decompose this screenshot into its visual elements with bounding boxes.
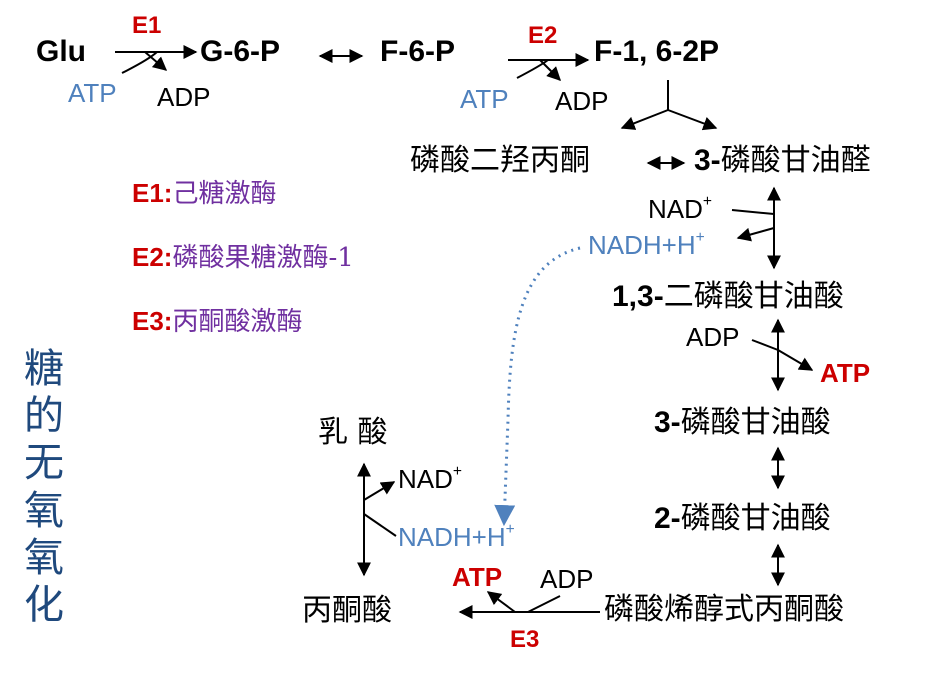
gap-nadh-label: NADH+H+ (588, 229, 705, 260)
nadh-transfer-arrow (494, 246, 581, 527)
lactate-nad-label: NAD+ (398, 463, 463, 494)
bpg-label: 1,3-二磷酸甘油酸 (612, 279, 844, 314)
e1-atp-label: ATP (68, 78, 117, 108)
aldolase-split-arrow (620, 80, 718, 131)
e3-adp-label: ADP (540, 564, 594, 594)
e3-reaction-arrow (458, 591, 600, 619)
e1-adp-label: ADP (157, 82, 211, 112)
glucose-label: Glu (36, 35, 86, 68)
e2-adp-label: ADP (555, 86, 609, 116)
e3-label: E3 (510, 626, 540, 653)
lactate-label: 乳 酸 (318, 415, 388, 450)
gap-nad-label: NAD+ (648, 193, 713, 224)
dhap-label: 磷酸二羟丙酮 (410, 143, 590, 178)
legend-e3: E3:丙酮酸激酶 (132, 306, 303, 337)
pep-label: 磷酸烯醇式丙酮酸 (604, 592, 844, 627)
e2-atp-label: ATP (460, 84, 509, 114)
e2-label: E2 (528, 22, 558, 49)
g6p-label: G-6-P (200, 35, 281, 68)
gap-label: 3-磷酸甘油醛 (694, 143, 871, 178)
e1-label: E1 (132, 12, 162, 39)
bpg-atp-label: ATP (820, 358, 871, 388)
f16bp-label: F-1, 6-2P (594, 35, 720, 68)
gap-bpg-arrow (731, 186, 781, 270)
bpg-adp-label: ADP (686, 322, 740, 352)
bpg-pg3-arrow (751, 318, 814, 392)
pyruvate-lactate-arrow (357, 462, 397, 577)
pg2-label: 2-磷酸甘油酸 (654, 501, 831, 536)
e3-atp-label: ATP (452, 562, 503, 592)
f6p-label: F-6-P (380, 35, 455, 68)
side-title: 糖的无氧氧化 (24, 346, 64, 628)
pg3-label: 3-磷酸甘油酸 (654, 405, 831, 440)
pyruvate-label: 丙酮酸 (302, 593, 392, 628)
legend-e2: E2:磷酸果糖激酶-1 (132, 242, 354, 273)
e1-reaction-arrow (115, 45, 198, 74)
lactate-nadh-label: NADH+H+ (398, 521, 515, 552)
legend-e1: E1:己糖激酶 (132, 178, 277, 209)
e2-reaction-arrow (508, 53, 590, 81)
